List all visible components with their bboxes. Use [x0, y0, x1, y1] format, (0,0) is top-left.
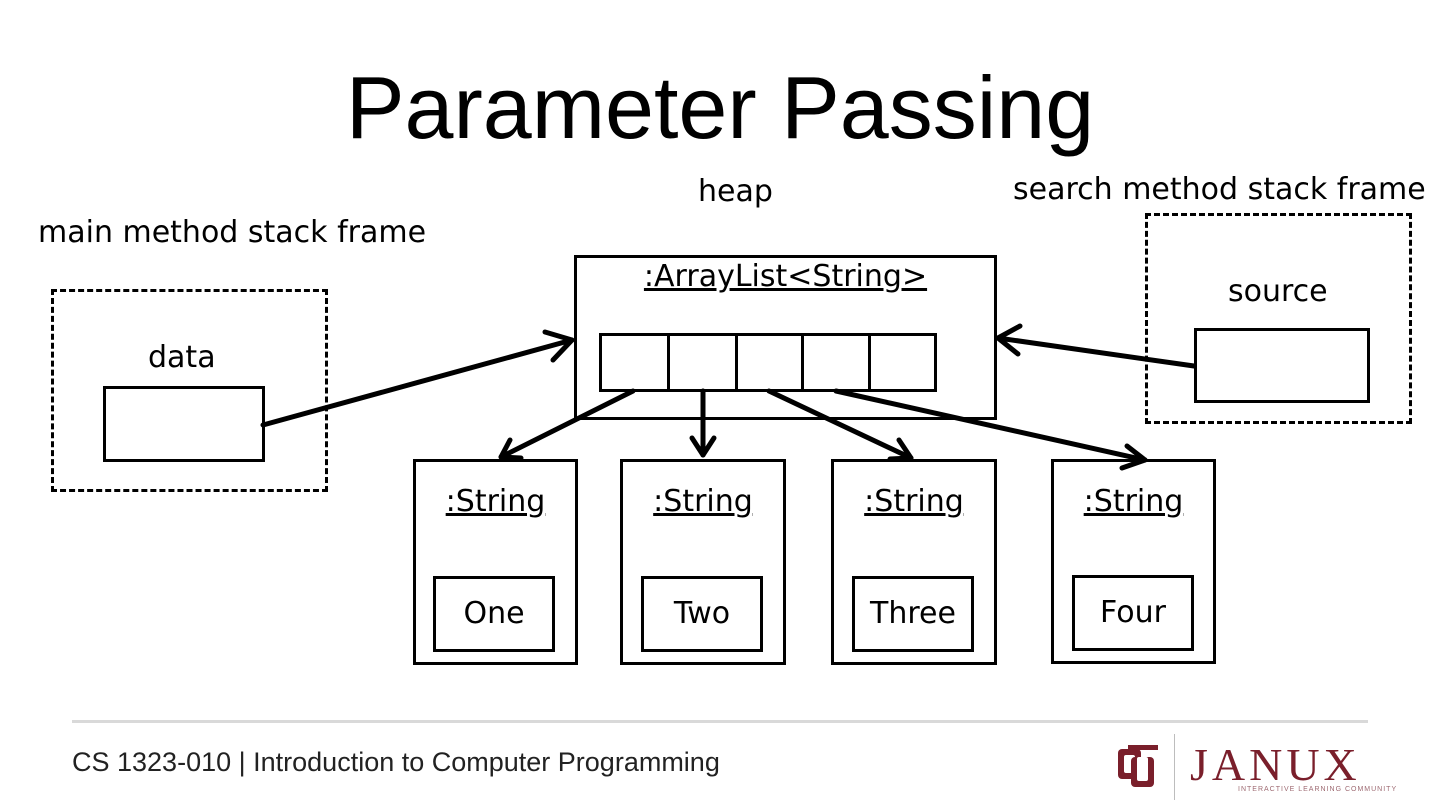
main-stack-frame — [51, 289, 328, 492]
arraylist-type-label: :ArrayList<String> — [643, 259, 928, 294]
slot0-to-one-arrow — [498, 388, 636, 460]
string-type-label: :String — [1083, 484, 1184, 519]
arrowhead — [995, 323, 1023, 357]
logo-divider — [1174, 734, 1175, 800]
arrowhead — [498, 437, 524, 461]
arrowhead — [689, 435, 717, 458]
slot3-to-four-arrow — [833, 388, 1148, 463]
string-object: :String Two — [620, 459, 786, 665]
slide-title: Parameter Passing — [345, 58, 1095, 157]
data-variable-label: data — [148, 340, 216, 375]
ou-logo-icon — [1118, 745, 1158, 787]
search-stack-frame — [1145, 213, 1412, 424]
data-to-arraylist-arrow — [260, 337, 575, 428]
slot-divider — [868, 336, 871, 389]
source-to-arraylist-arrow — [995, 335, 1197, 369]
heap-label: heap — [698, 174, 773, 209]
janux-tagline: INTERACTIVE LEARNING COMMUNITY — [1238, 786, 1398, 793]
slot2-to-three-arrow — [766, 388, 914, 461]
arraylist-object — [574, 255, 997, 420]
janux-logo: JANUX — [1190, 739, 1361, 790]
string-value: Two — [673, 596, 731, 631]
arrowhead — [542, 329, 575, 363]
string-type-label: :String — [864, 484, 964, 519]
slot-divider — [801, 336, 804, 389]
string-object: :String Four — [1051, 459, 1216, 664]
main-frame-label: main method stack frame — [38, 215, 427, 250]
string-value-box: Two — [641, 576, 763, 652]
string-value: One — [463, 596, 525, 631]
string-object: :String Three — [831, 459, 997, 665]
arrowhead — [887, 437, 914, 462]
footer-rule — [72, 720, 1368, 723]
arrowhead — [1119, 443, 1148, 471]
string-value: Four — [1100, 595, 1166, 630]
course-footer: CS 1323-010 | Introduction to Computer P… — [72, 747, 720, 777]
slot-divider — [735, 336, 738, 389]
source-variable-label: source — [1228, 274, 1328, 309]
string-value-box: Four — [1072, 575, 1194, 651]
slot-divider — [667, 336, 670, 389]
string-value-box: Three — [852, 576, 974, 652]
string-value-box: One — [433, 576, 555, 652]
string-type-label: :String — [653, 484, 753, 519]
string-object: :String One — [413, 459, 578, 665]
string-type-label: :String — [445, 484, 546, 519]
string-value: Three — [870, 596, 956, 631]
search-frame-label: search method stack frame — [1013, 172, 1426, 207]
